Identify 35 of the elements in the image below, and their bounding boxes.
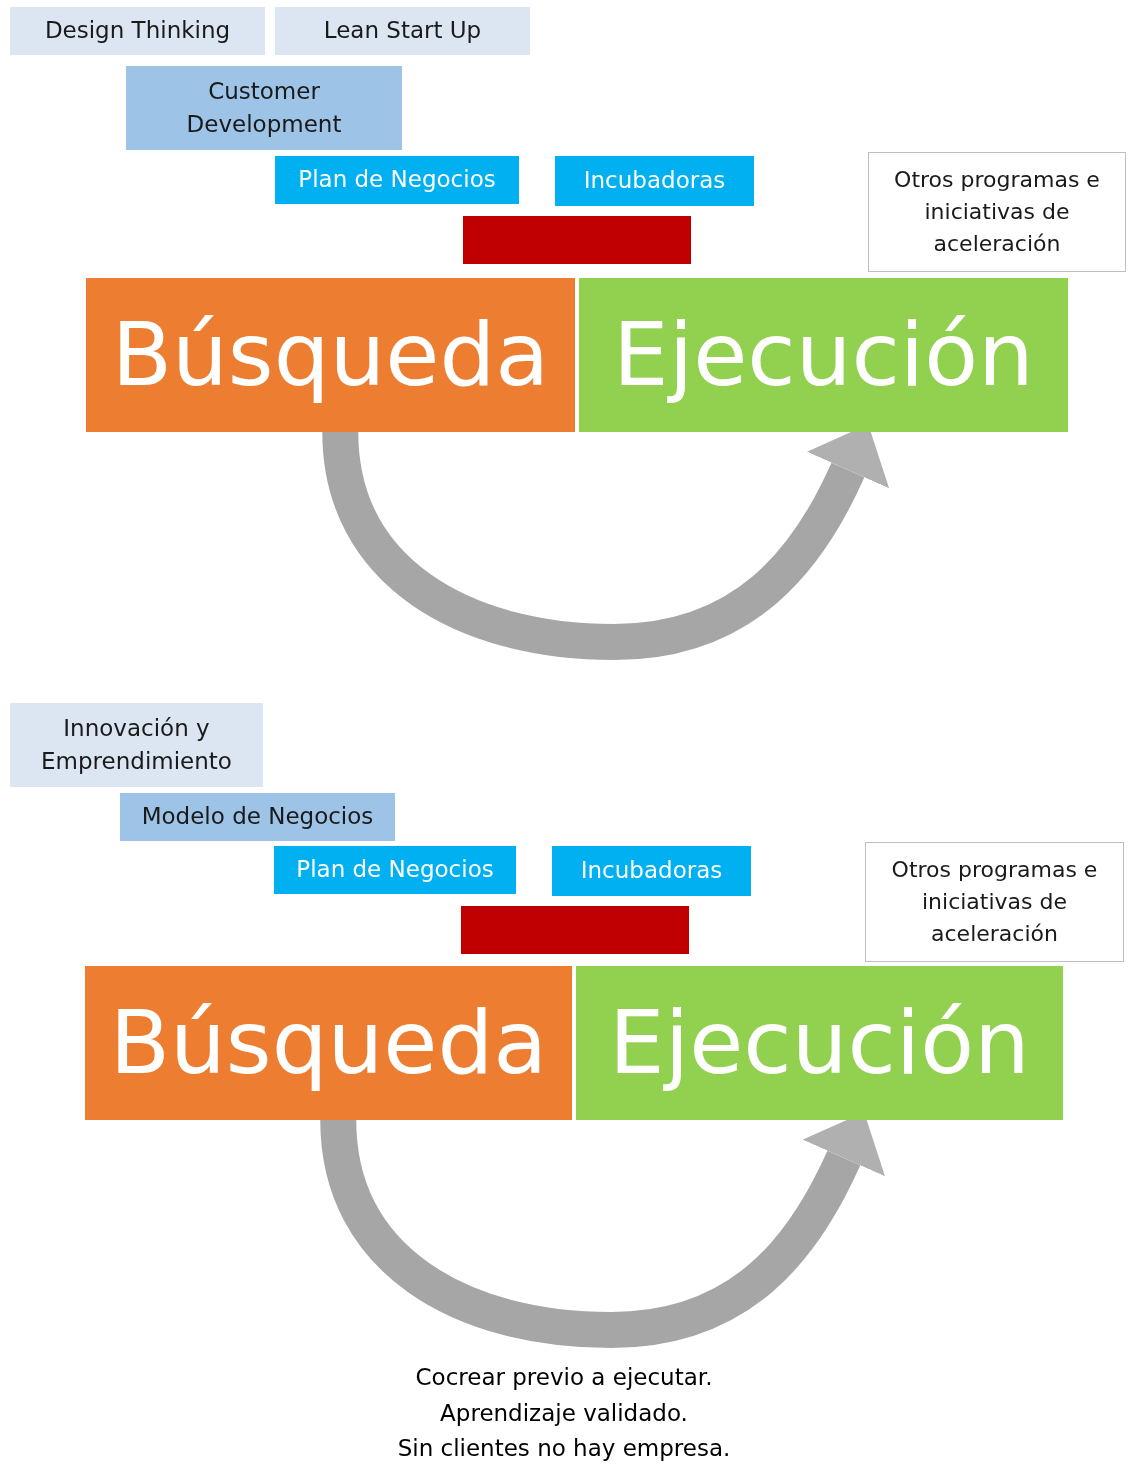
note-box — [868, 152, 1126, 272]
note-text: Aprendizaje validado. — [440, 1399, 688, 1426]
box-text: Incubadoras — [582, 166, 727, 196]
label-box — [126, 66, 402, 150]
box-text: Búsqueda — [110, 302, 551, 409]
label-box — [274, 846, 516, 894]
box-text: Otros programas e iniciativas de aceleración — [893, 166, 1101, 258]
note-text: Sin clientes no hay empresa. — [397, 1435, 731, 1461]
box-text: Ejecución — [608, 990, 1031, 1097]
phase-box — [576, 966, 1063, 1120]
note-box — [865, 842, 1124, 962]
phase-box — [86, 278, 575, 432]
box-text: Plan de Negocios — [297, 165, 497, 195]
box-text: Innovación y Emprendimiento — [40, 713, 233, 776]
phase-box — [579, 278, 1068, 432]
box-text: Otros programas e iniciativas de aceleración — [890, 856, 1099, 948]
box-text: Ejecución — [612, 302, 1035, 409]
label-box — [552, 846, 751, 896]
box-text: Customer Development — [185, 76, 343, 139]
label-box — [120, 793, 395, 841]
label-box — [10, 7, 265, 55]
box-text: Modelo de Negocios — [140, 802, 375, 832]
phase-box — [85, 966, 572, 1120]
box-text: Design Thinking — [43, 16, 232, 46]
label-box — [463, 216, 691, 264]
label-box — [555, 156, 754, 206]
note-text: Cocrear previo a ejecutar. — [415, 1364, 713, 1390]
label-box — [10, 703, 263, 787]
box-text: Búsqueda — [108, 990, 549, 1097]
label-box — [275, 156, 519, 204]
box-text: Incubadoras — [579, 856, 724, 886]
box-text: Plan de Negocios — [295, 855, 495, 885]
label-box — [275, 7, 530, 55]
label-box — [461, 906, 689, 954]
box-text: Lean Start Up — [322, 16, 483, 46]
